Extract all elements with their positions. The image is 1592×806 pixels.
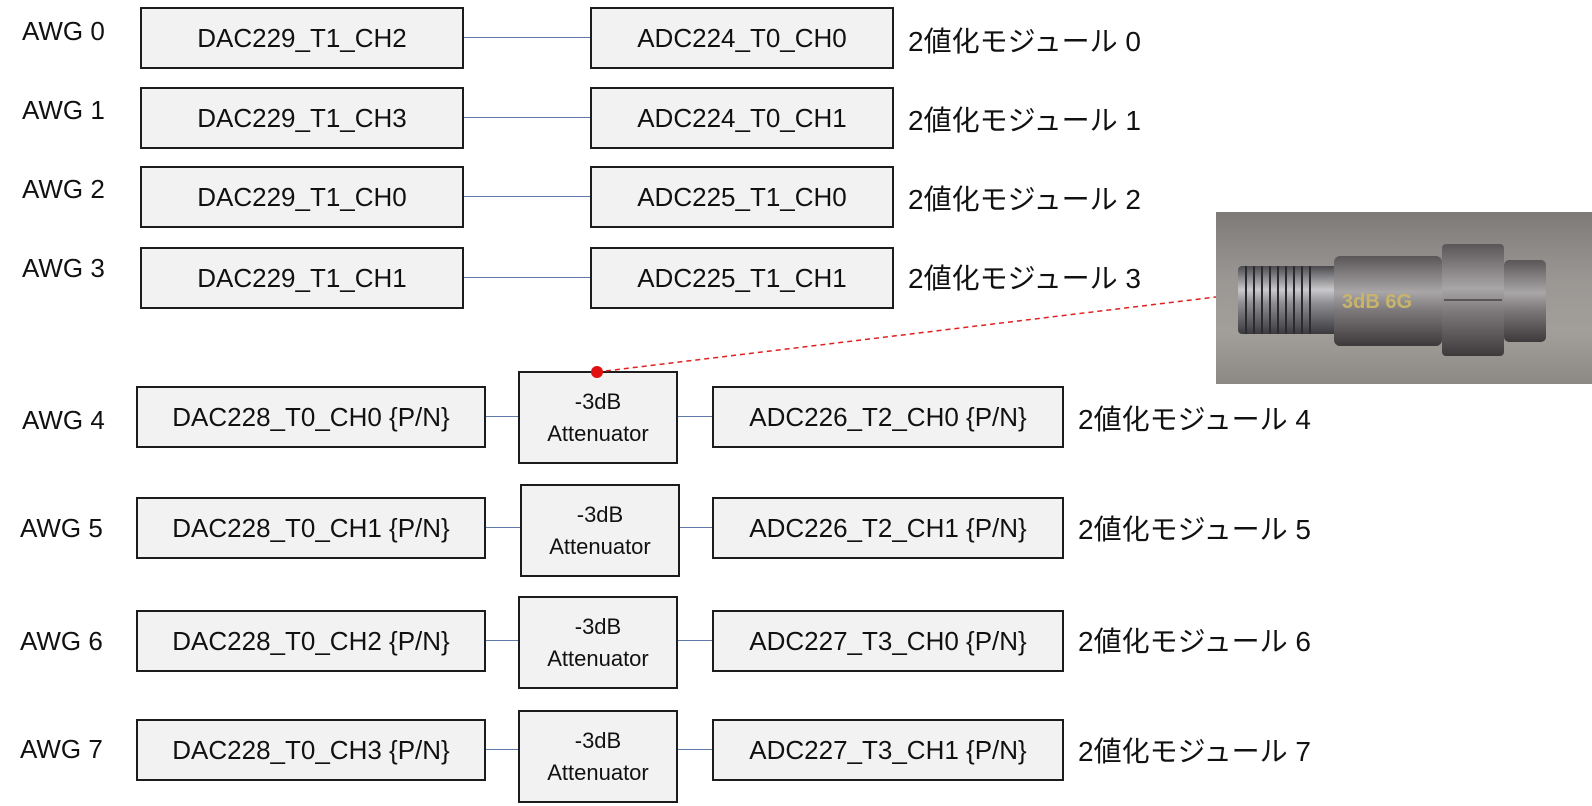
dac-box: DAC229_T1_CH2 [140,7,464,69]
awg-label: AWG 1 [22,95,105,125]
dac-box: DAC228_T0_CH0 {P/N} [136,386,486,448]
connection-line [464,196,590,197]
attenuator-engraving: 3dB 6G [1342,291,1412,313]
adc-box: ADC225_T1_CH0 [590,166,894,228]
connection-line [680,527,712,528]
connection-line [486,749,518,750]
awg-label: AWG 0 [22,16,105,46]
attenuator-box: -3dB Attenuator [518,596,678,689]
adc-box: ADC224_T0_CH1 [590,87,894,149]
binarization-module-label: 2値化モジュール 4 [1078,404,1311,435]
attenuator-box: -3dB Attenuator [518,371,678,464]
connection-line [486,527,520,528]
dac-box: DAC229_T1_CH1 [140,247,464,309]
attenuator-label: Attenuator [549,533,651,559]
adc-box: ADC227_T3_CH1 {P/N} [712,719,1064,781]
attenuator-box: -3dB Attenuator [520,484,680,577]
binarization-module-label: 2値化モジュール 2 [908,184,1141,215]
callout-dashed-line [596,296,1217,373]
binarization-module-label: 2値化モジュール 0 [908,26,1141,57]
connection-line [464,37,590,38]
awg-label: AWG 7 [20,734,103,764]
callout-dot [591,366,603,378]
attenuator-photo-drawing: 3dB 6G [1238,244,1546,356]
awg-label: AWG 6 [20,626,103,656]
binarization-module-label: 2値化モジュール 7 [1078,736,1311,767]
adc-box: ADC225_T1_CH1 [590,247,894,309]
attenuator-value: -3dB [574,613,622,639]
connection-line [486,640,518,641]
adc-box: ADC226_T2_CH1 {P/N} [712,497,1064,559]
attenuator-photo: 3dB 6G [1216,212,1592,384]
dac-box: DAC228_T0_CH3 {P/N} [136,719,486,781]
attenuator-value: -3dB [574,727,622,753]
connection-line [464,117,590,118]
attenuator-label: Attenuator [547,759,649,785]
attenuator-box: -3dB Attenuator [518,710,678,803]
awg-label: AWG 3 [22,253,105,283]
connection-line [486,416,518,417]
adc-box: ADC224_T0_CH0 [590,7,894,69]
binarization-module-label: 2値化モジュール 1 [908,105,1141,136]
connection-line [464,277,590,278]
awg-label: AWG 5 [20,513,103,543]
attenuator-value: -3dB [574,388,622,414]
attenuator-value: -3dB [576,501,624,527]
connection-line [678,749,712,750]
connection-line [678,640,712,641]
attenuator-label: Attenuator [547,645,649,671]
awg-label: AWG 2 [22,174,105,204]
adc-box: ADC226_T2_CH0 {P/N} [712,386,1064,448]
awg-label: AWG 4 [22,405,105,435]
dac-box: DAC228_T0_CH2 {P/N} [136,610,486,672]
dac-box: DAC228_T0_CH1 {P/N} [136,497,486,559]
dac-box: DAC229_T1_CH0 [140,166,464,228]
adc-box: ADC227_T3_CH0 {P/N} [712,610,1064,672]
dac-box: DAC229_T1_CH3 [140,87,464,149]
binarization-module-label: 2値化モジュール 3 [908,263,1141,294]
binarization-module-label: 2値化モジュール 5 [1078,514,1311,545]
attenuator-label: Attenuator [547,420,649,446]
binarization-module-label: 2値化モジュール 6 [1078,626,1311,657]
connection-line [678,416,712,417]
